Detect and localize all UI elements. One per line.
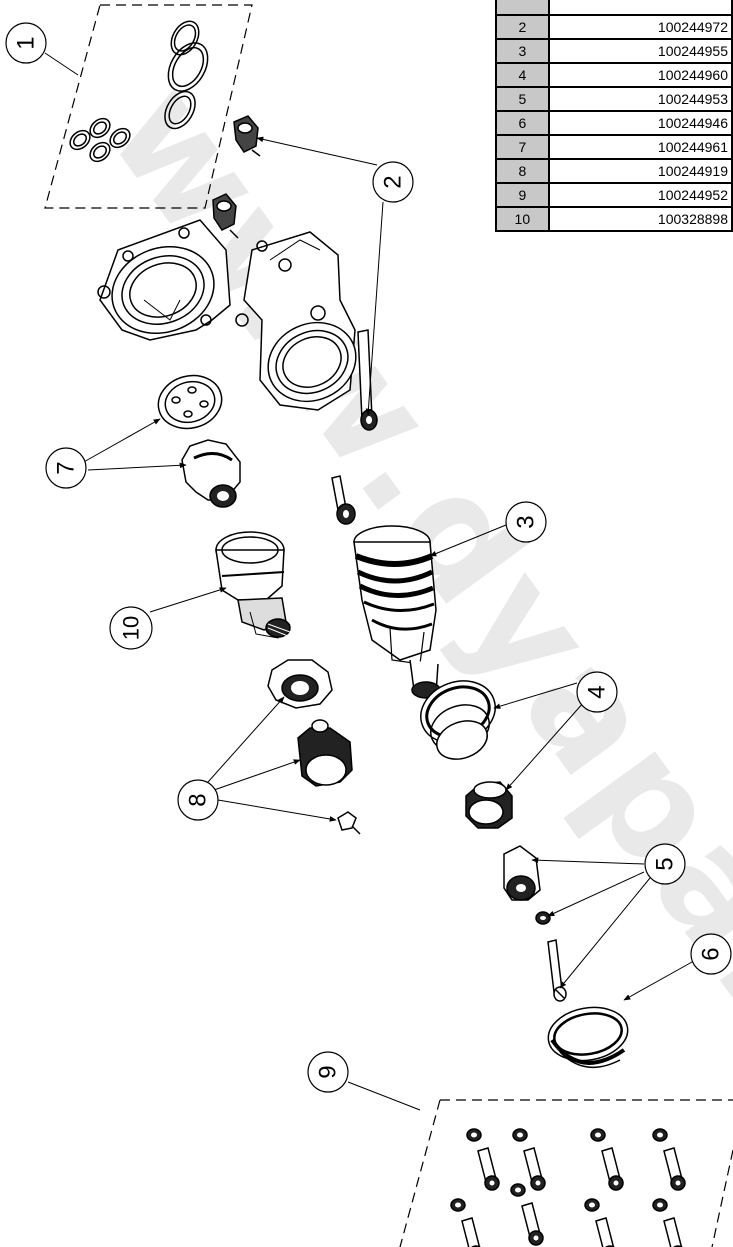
part-8-spindle-parts xyxy=(267,659,361,835)
callout-9: 9 xyxy=(307,1051,349,1093)
part-6-cover-ring xyxy=(547,1006,629,1069)
part-number-cell: 5 xyxy=(495,86,550,112)
callout-2: 2 xyxy=(372,161,414,203)
part-1-oring-kit xyxy=(44,4,253,209)
callout-8-label: 8 xyxy=(185,793,212,806)
article-number-cell: 100244961 xyxy=(547,134,733,160)
callout-9-label: 9 xyxy=(315,1065,342,1078)
callout-10: 10 xyxy=(109,606,153,650)
kit-screw-6 xyxy=(510,1183,544,1246)
callout-2-label: 2 xyxy=(380,175,407,188)
article-number-cell: 100244919 xyxy=(547,158,733,184)
part-number-cell: 3 xyxy=(495,38,550,64)
part-3-thermostatic-cartridge xyxy=(353,525,443,707)
callout-3: 3 xyxy=(505,501,547,543)
article-number-cell: 100244972 xyxy=(547,14,733,40)
kit-screw-5 xyxy=(450,1198,481,1247)
right-housing xyxy=(235,231,357,411)
callout-7: 7 xyxy=(45,447,87,489)
kit-screw-4 xyxy=(652,1128,686,1191)
part-number-cell: 6 xyxy=(495,110,550,136)
part-number-cell: 4 xyxy=(495,62,550,88)
callout-4: 4 xyxy=(576,671,618,713)
kit-screw-7 xyxy=(584,1198,615,1247)
callout-1-label: 1 xyxy=(13,36,40,49)
callout-5-label: 5 xyxy=(652,857,679,870)
part-number-cell: 10 xyxy=(495,206,550,232)
callout-6-label: 6 xyxy=(698,947,725,960)
part-7-cartridge xyxy=(157,374,241,508)
callout-5: 5 xyxy=(644,843,686,885)
article-number-cell: 100244960 xyxy=(547,62,733,88)
part-number-cell: 7 xyxy=(495,134,550,160)
article-number-cell: 100328898 xyxy=(547,206,733,232)
part-5-small-parts xyxy=(503,845,567,1002)
leader-lines xyxy=(44,52,693,1111)
part-10-flow-cartridge xyxy=(215,531,291,639)
part-4-rings xyxy=(420,680,513,829)
left-housing xyxy=(97,219,231,341)
kit-screw-2 xyxy=(512,1128,546,1191)
callout-3-label: 3 xyxy=(513,515,540,528)
article-number-cell: 100244953 xyxy=(547,86,733,112)
callout-4-label: 4 xyxy=(584,685,611,698)
callout-6: 6 xyxy=(690,933,732,975)
article-number-cell: 100244955 xyxy=(547,38,733,64)
callout-10-label: 10 xyxy=(119,616,144,640)
kit-screw-8 xyxy=(652,1198,683,1247)
part-2-check-valves xyxy=(212,115,378,431)
part-number-cell: 2 xyxy=(495,14,550,40)
callout-8: 8 xyxy=(177,779,219,821)
kit-screw-3 xyxy=(590,1128,624,1191)
part-number-cell xyxy=(495,0,550,16)
callout-1: 1 xyxy=(5,22,47,64)
article-number-cell: 100244946 xyxy=(547,110,733,136)
part-9-screw-kit xyxy=(399,1099,733,1247)
part-number-cell: 9 xyxy=(495,182,550,208)
screw-kit-items xyxy=(450,1128,686,1247)
article-number-cell: 100244952 xyxy=(547,182,733,208)
middle-screw xyxy=(331,475,356,525)
callout-7-label: 7 xyxy=(53,461,80,474)
table-row xyxy=(495,0,733,16)
kit-screw-1 xyxy=(466,1128,500,1191)
article-number-cell xyxy=(547,0,733,16)
part-number-cell: 8 xyxy=(495,158,550,184)
